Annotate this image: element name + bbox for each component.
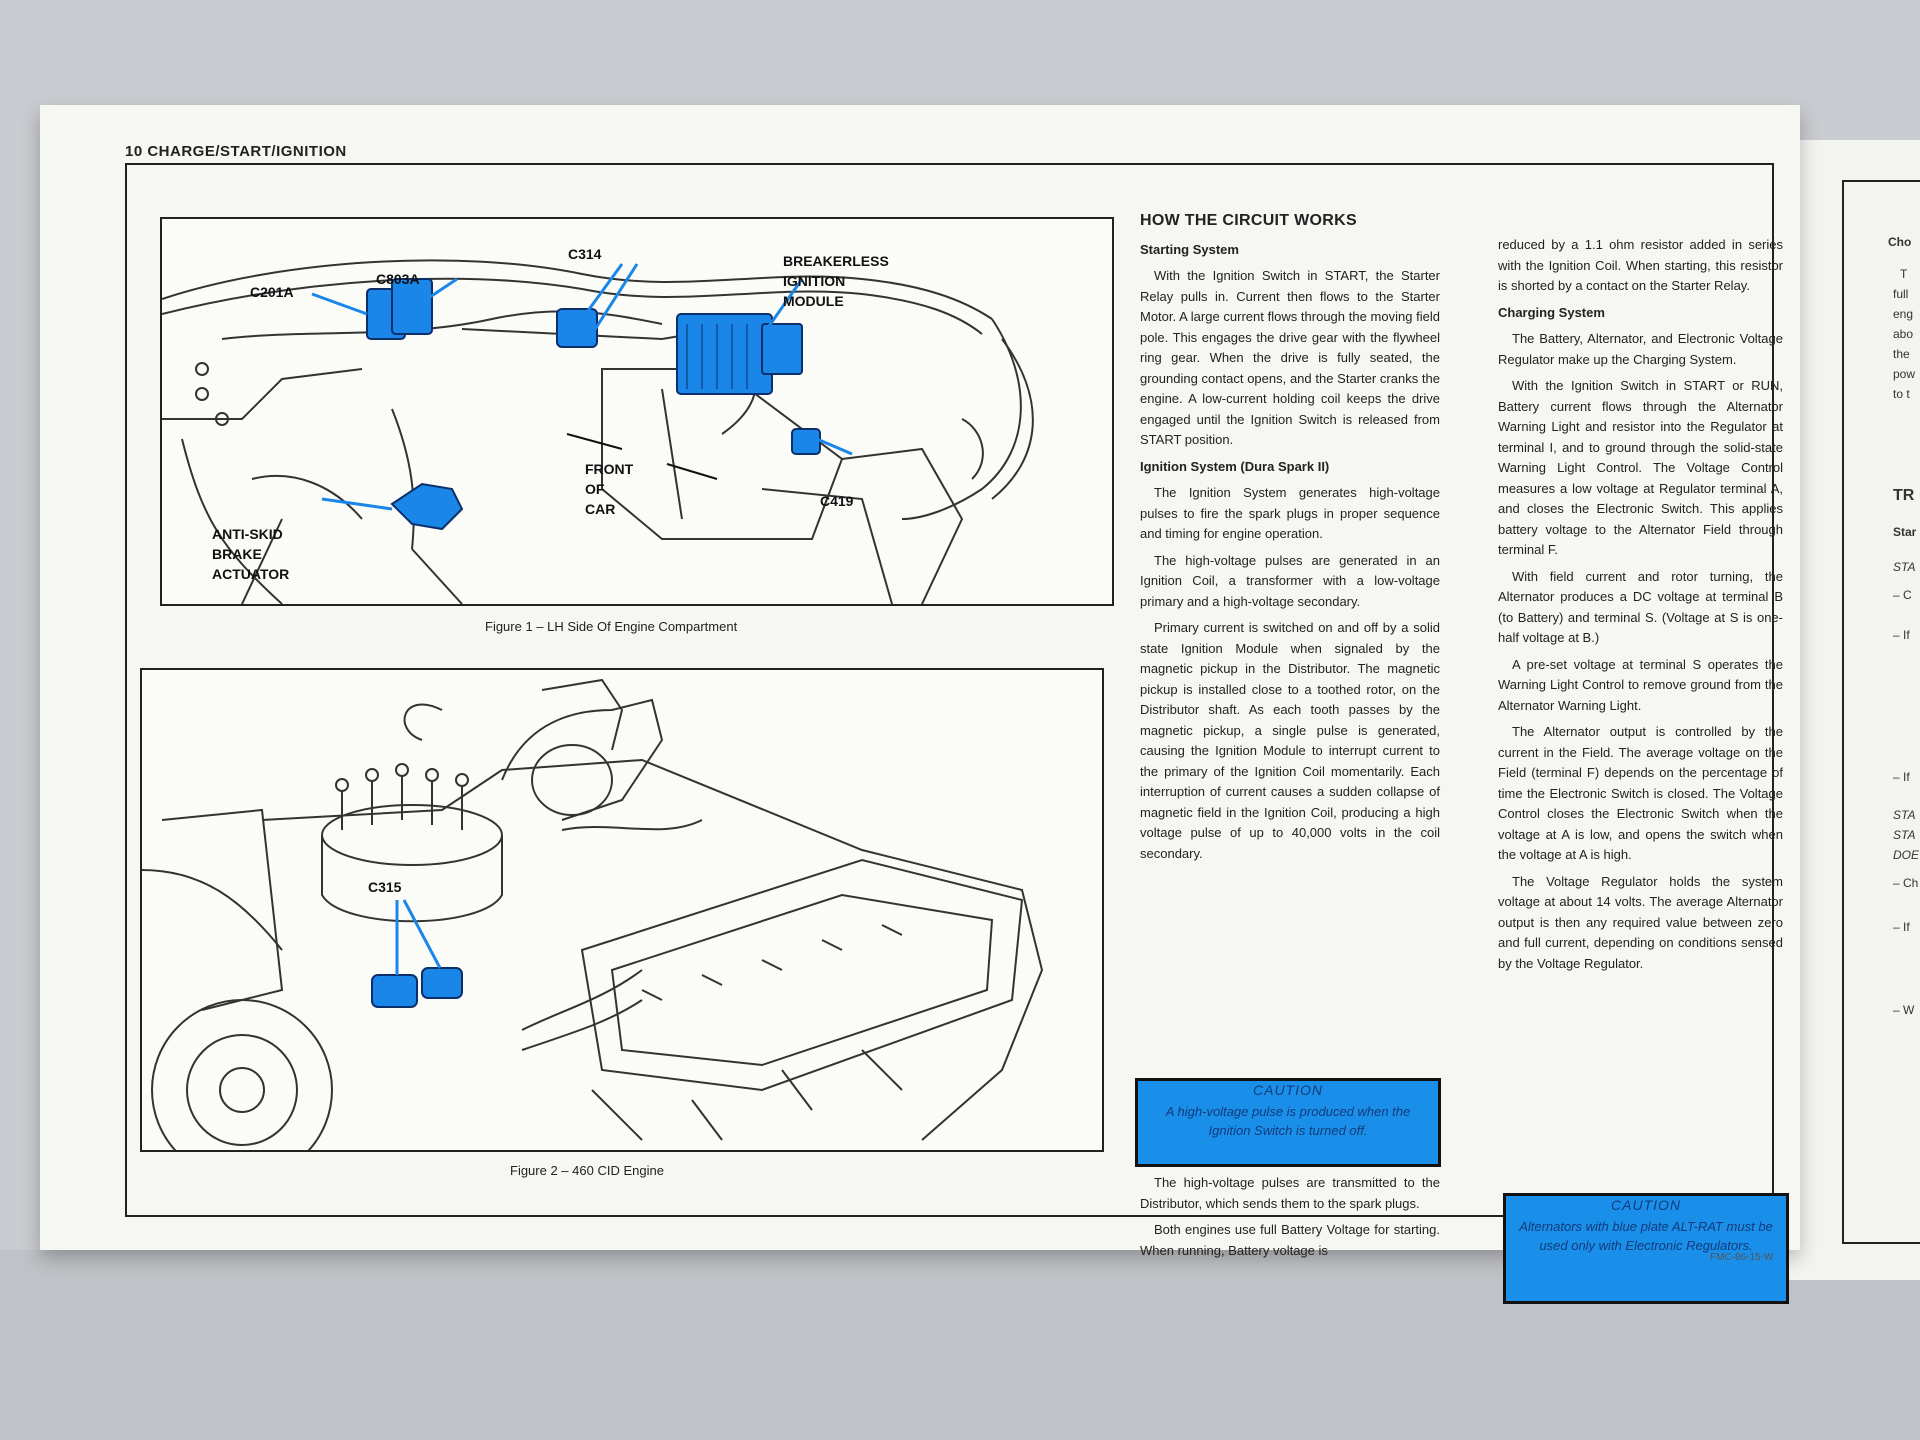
paragraph: With the Ignition Switch in START or RUN… — [1498, 378, 1783, 557]
figure-1 — [160, 217, 1114, 606]
label-actuator: ACTUATOR — [212, 566, 290, 582]
connector-c419 — [791, 428, 821, 455]
ignition-module — [676, 313, 773, 395]
figure-2 — [140, 668, 1104, 1181]
next-page-line: the — [1893, 347, 1910, 361]
label-c803a: C803A — [376, 271, 420, 287]
paragraph: A pre-set voltage at terminal S operates… — [1498, 656, 1783, 713]
paragraph: The Alternator output is controlled by t… — [1498, 724, 1783, 862]
label-c314: C314 — [568, 246, 602, 262]
figure-1-drawing — [161, 259, 1034, 605]
next-page-line: – If — [1893, 770, 1910, 784]
text-column-2: reduced by a 1.1 ohm resistor added in s… — [1498, 235, 1783, 980]
figure-2-caption: Figure 2 – 460 CID Engine — [510, 1163, 664, 1178]
paragraph: Both engines use full Battery Voltage fo… — [1140, 1222, 1440, 1258]
connector-c315-b — [421, 967, 463, 999]
text-column-1-tail: The high-voltage pulses are transmitted … — [1140, 1173, 1440, 1267]
label-car: CAR — [585, 501, 616, 517]
figure-2-drawing — [141, 678, 1044, 1181]
paragraph: With field current and rotor turning, th… — [1498, 568, 1783, 646]
label-module: MODULE — [783, 293, 844, 309]
label-c419: C419 — [820, 493, 854, 509]
next-page-line: T — [1900, 267, 1908, 281]
next-page-line: STA — [1893, 560, 1916, 574]
figure-1-caption: Figure 1 – LH Side Of Engine Compartment — [485, 619, 738, 634]
paragraph: The Ignition System generates high-volta… — [1140, 485, 1440, 541]
next-page-line: to t — [1893, 387, 1910, 401]
section-title: HOW THE CIRCUIT WORKS — [1140, 212, 1357, 229]
next-page-line: abo — [1893, 327, 1914, 341]
manual-page: 10 CHARGE/START/IGNITION — [40, 105, 1800, 1304]
paragraph: The Voltage Regulator holds the system v… — [1498, 873, 1783, 971]
label-c201a: C201A — [250, 284, 294, 300]
next-page-line: – C — [1893, 588, 1912, 602]
label-antiskid: ANTI-SKID — [212, 526, 283, 542]
page-border — [125, 163, 1774, 1217]
caution-title: CAUTION — [1611, 1197, 1681, 1213]
paragraph: The high-voltage pulses are generated in… — [1140, 552, 1440, 609]
subhead-ignition: Ignition System (Dura Spark II) — [1140, 458, 1330, 474]
next-page-frame — [1842, 180, 1920, 1244]
next-page-line: Cho — [1888, 235, 1912, 249]
paragraph: Primary current is switched on and off b… — [1140, 620, 1440, 861]
next-page-line: TR — [1893, 487, 1915, 504]
next-page-line: STA — [1893, 808, 1916, 822]
paragraph: reduced by a 1.1 ohm resistor added in s… — [1498, 237, 1783, 293]
label-ignition: IGNITION — [783, 273, 846, 289]
next-page-line: full — [1893, 287, 1909, 301]
footer-code: FMC-86-15-W — [1710, 1252, 1774, 1263]
label-c315: C315 — [368, 879, 402, 895]
paragraph: The Battery, Alternator, and Electronic … — [1498, 331, 1783, 367]
next-page-line: – Ch — [1893, 876, 1919, 890]
caution-box-2: CAUTION Alternators with blue plate ALT-… — [1503, 1193, 1789, 1304]
label-brake: BRAKE — [212, 546, 262, 562]
subhead-charging: Charging System — [1498, 304, 1605, 320]
label-breakerless: BREAKERLESS — [783, 253, 889, 269]
next-page-line: – If — [1893, 628, 1910, 642]
label-of: OF — [585, 481, 605, 497]
connector-c803a — [391, 278, 433, 335]
paragraph: With the Ignition Switch in START, the S… — [1140, 268, 1440, 447]
caution-text: A high-voltage pulse is produced when th… — [1165, 1104, 1411, 1138]
next-page-line: Star — [1893, 525, 1917, 539]
next-page-line: – W — [1893, 1003, 1915, 1017]
connector-c314 — [556, 308, 598, 348]
paragraph: The high-voltage pulses are transmitted … — [1140, 1175, 1440, 1211]
anti-skid-actuator — [390, 482, 464, 531]
next-page-line: STA — [1893, 828, 1916, 842]
next-page-line: DOE — [1893, 848, 1920, 862]
next-page-line: eng — [1893, 307, 1914, 321]
next-page-line: – If — [1893, 920, 1910, 934]
next-page-line: pow — [1893, 367, 1916, 381]
page-header: 10 CHARGE/START/IGNITION — [125, 143, 347, 160]
subhead-starting: Starting System — [1140, 241, 1239, 257]
caution-title: CAUTION — [1253, 1082, 1323, 1098]
connector-c315-a — [371, 974, 418, 1008]
caution-box-1: CAUTION A high-voltage pulse is produced… — [1135, 1078, 1441, 1167]
caution-text: Alternators with blue plate ALT-RAT must… — [1519, 1219, 1773, 1253]
text-column-1: HOW THE CIRCUIT WORKS Starting System Wi… — [1140, 211, 1440, 870]
label-front: FRONT — [585, 461, 634, 477]
